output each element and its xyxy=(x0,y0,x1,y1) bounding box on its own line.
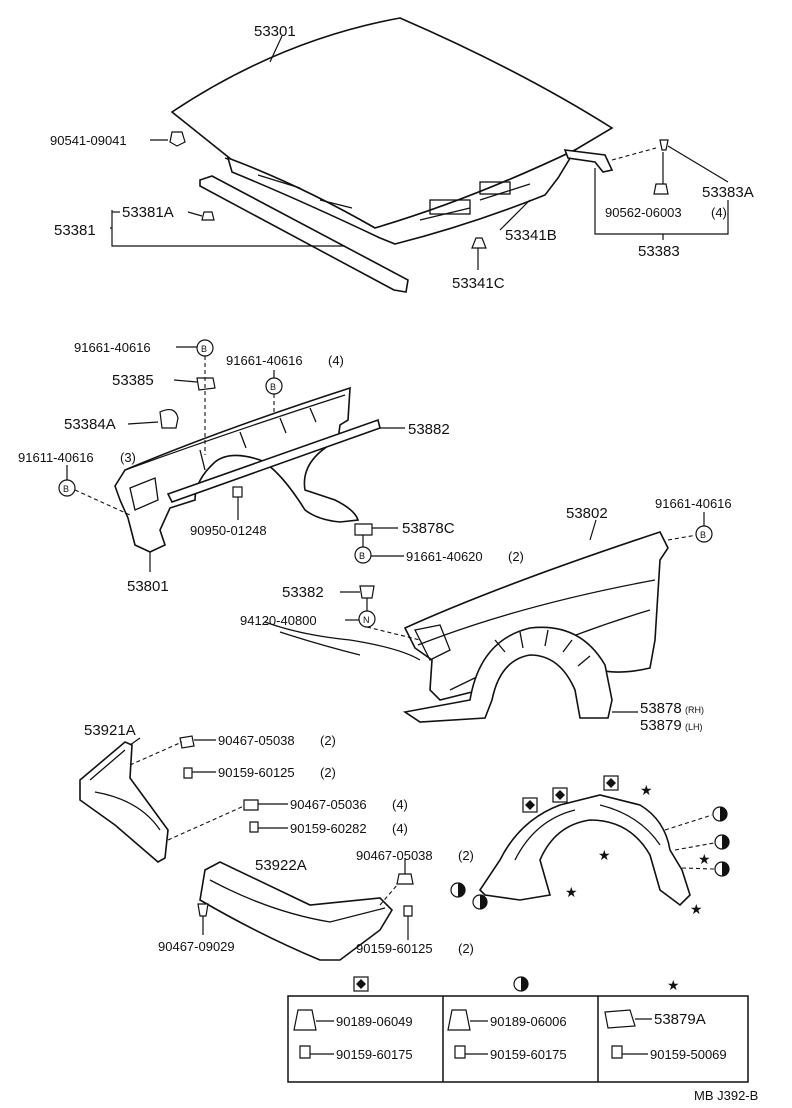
label-screw-apron-2: 90159-60282 xyxy=(290,821,367,836)
label-apron-rear: 53922A xyxy=(255,857,307,874)
marker-b-4: B xyxy=(359,551,365,561)
legend-3-nut: 53879A xyxy=(654,1011,706,1028)
label-washer: 94120-40800 xyxy=(240,613,317,628)
fender-lh-panel[interactable] xyxy=(114,386,360,553)
svg-text:★: ★ xyxy=(698,851,711,867)
fender-lh-assembly: B B B B 91661-40616 91661-40616 (4) 5338… xyxy=(18,339,524,595)
label-bracket-clip-a: 53384A xyxy=(64,416,116,433)
label-bolt-top-qty: (4) xyxy=(328,353,344,368)
diagram-code: MB J392-B xyxy=(694,1088,758,1103)
label-liner-lh-side: (LH) xyxy=(685,722,703,732)
label-insulator-clip: 53341C xyxy=(452,275,505,292)
legend-star-symbol: ★ xyxy=(667,977,680,993)
svg-text:★: ★ xyxy=(690,901,703,917)
label-liner-rh-side: (RH) xyxy=(685,705,704,715)
hood-seal-strip[interactable] xyxy=(199,175,409,293)
label-screw-apron-3-qty: (2) xyxy=(458,941,474,956)
label-bracket-clip: 53385 xyxy=(112,372,154,389)
label-fender-seal: 53882 xyxy=(408,421,450,438)
label-hood-seal: 53381 xyxy=(54,222,96,239)
svg-text:★: ★ xyxy=(640,782,653,798)
label-hood-seal-clip: 53381A xyxy=(122,204,174,221)
label-screw-apron-1: 90159-60125 xyxy=(218,765,295,780)
label-fender-bolt: 53382 xyxy=(282,584,324,601)
label-nut-apron-3: 90467-05038 xyxy=(356,848,433,863)
marker-b-2: B xyxy=(270,382,276,392)
label-hood-stop: 53383 xyxy=(638,243,680,260)
hood-assembly: 53301 90541-09041 53381 53381A 53341B 53… xyxy=(50,17,754,293)
half-circle-markers xyxy=(450,806,730,910)
label-hood-stop-nut: 90562-06003 xyxy=(605,205,682,220)
label-bolt-right: 91661-40616 xyxy=(655,496,732,511)
svg-text:★: ★ xyxy=(598,847,611,863)
hood-inner-panel[interactable] xyxy=(226,148,578,245)
label-fender-lh: 53801 xyxy=(127,578,169,595)
label-bolt-left-side-qty: (3) xyxy=(120,450,136,465)
inner-liner-detail: ★ ★ ★ ★ ★ xyxy=(450,775,730,917)
label-bolt-lower: 91661-40620 xyxy=(406,549,483,564)
label-bolt-top: 91661-40616 xyxy=(226,353,303,368)
marker-b-1: B xyxy=(201,344,207,354)
marker-n: N xyxy=(363,615,370,625)
legend-3-screw: 90159-50069 xyxy=(650,1047,727,1062)
label-screw-apron-2-qty: (4) xyxy=(392,821,408,836)
apron-rear[interactable] xyxy=(199,861,394,961)
label-fender-plate: 90950-01248 xyxy=(190,523,267,538)
diamond-markers xyxy=(522,775,619,813)
label-nut-apron-1-qty: (2) xyxy=(320,733,336,748)
legend-2-nut: 90189-06006 xyxy=(490,1014,567,1029)
fender-rh-assembly: B N 53802 91661-40616 53382 94120-40800 … xyxy=(240,496,732,734)
star-markers: ★ ★ ★ ★ ★ xyxy=(565,782,711,917)
legend-1-nut: 90189-06049 xyxy=(336,1014,413,1029)
label-bolt-left-top: 91661-40616 xyxy=(74,340,151,355)
label-hood-cushion: 90541-09041 xyxy=(50,133,127,148)
wheel-liner[interactable] xyxy=(402,626,613,723)
label-liner-lh: 53879 xyxy=(640,717,682,734)
label-liner-clip: 53878C xyxy=(402,520,455,537)
label-clip-apron: 90467-09029 xyxy=(158,939,235,954)
label-nut-apron-2-qty: (4) xyxy=(392,797,408,812)
label-screw-apron-3: 90159-60125 xyxy=(356,941,433,956)
svg-text:★: ★ xyxy=(565,884,578,900)
apron-front[interactable] xyxy=(79,741,169,863)
label-nut-apron-3-qty: (2) xyxy=(458,848,474,863)
label-nut-apron-2: 90467-05036 xyxy=(290,797,367,812)
label-hood: 53301 xyxy=(254,23,296,40)
marker-b-3: B xyxy=(63,484,69,494)
apron-assembly: 53921A 90467-05038 (2) 90159-60125 (2) 9… xyxy=(79,722,474,961)
label-liner-rh: 53878 xyxy=(640,700,682,717)
hood-stop-bracket[interactable] xyxy=(563,149,614,173)
label-screw-apron-1-qty: (2) xyxy=(320,765,336,780)
hood-cushion[interactable] xyxy=(169,131,186,147)
label-hood-insulator: 53341B xyxy=(505,227,557,244)
inner-liner[interactable] xyxy=(478,794,691,907)
legend-1-screw: 90159-60175 xyxy=(336,1047,413,1062)
label-bolt-left-side: 91611-40616 xyxy=(18,450,94,465)
label-hood-stop-clip: 53383A xyxy=(702,184,754,201)
label-nut-apron-1: 90467-05038 xyxy=(218,733,295,748)
label-bolt-lower-qty: (2) xyxy=(508,549,524,564)
label-apron-front: 53921A xyxy=(84,722,136,739)
label-fender-rh: 53802 xyxy=(566,505,608,522)
marker-b-5: B xyxy=(700,530,706,540)
label-hood-stop-nut-qty: (4) xyxy=(711,205,727,220)
legend-table: ★ 90189-06049 90159-60175 90189-06006 90… xyxy=(287,976,749,1083)
legend-2-screw: 90159-60175 xyxy=(490,1047,567,1062)
